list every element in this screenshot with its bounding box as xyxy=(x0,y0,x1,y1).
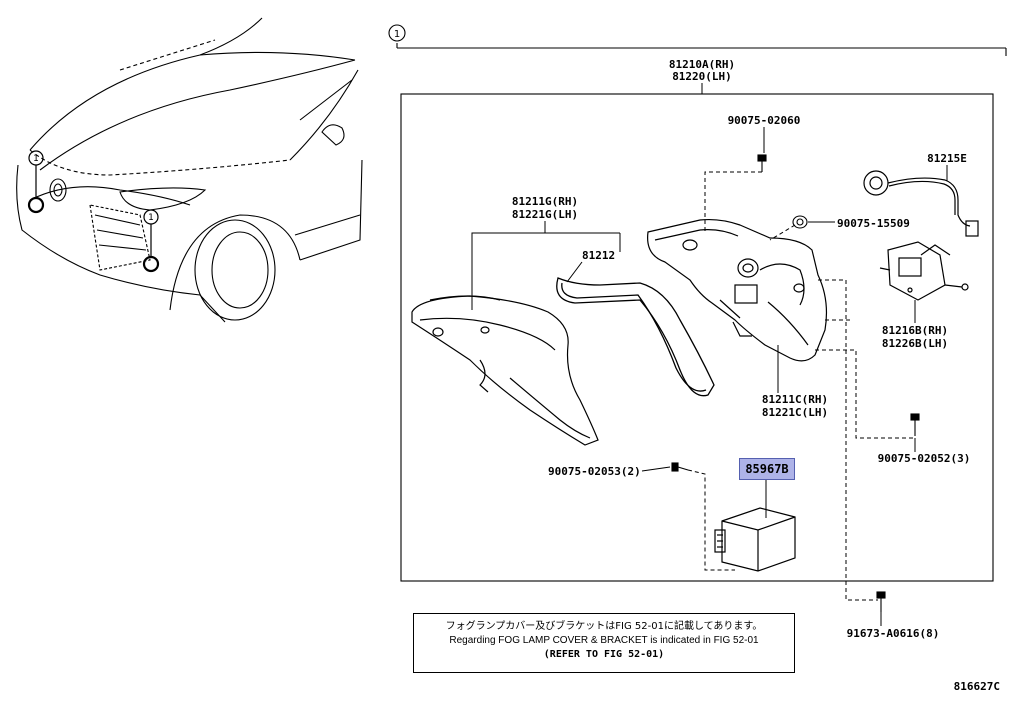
nut-90075-15509 xyxy=(792,215,808,229)
assembly-frame xyxy=(400,93,994,582)
control-module-85967b xyxy=(714,507,796,572)
screw-90075-02053 xyxy=(671,462,689,472)
assembly-lh-label: 81220(LH) xyxy=(672,70,732,83)
note-jp: フォグランプカバー及びブラケットはFIG 52-01に記載してあります。 xyxy=(445,621,763,632)
cover-label-group: 81211G(RH) 81221G(LH) xyxy=(471,195,621,310)
bracket-rh-label: 81216B(RH) xyxy=(882,324,948,337)
note-en: Regarding FOG LAMP COVER & BRACKET is in… xyxy=(449,635,759,646)
reference-note: フォグランプカバー及びブラケットはFIG 52-01に記載してあります。 Reg… xyxy=(413,613,795,673)
car-callouts xyxy=(27,150,160,273)
cover-rh-label: 81211G(RH) xyxy=(512,195,578,208)
housing-lh-label: 81221C(LH) xyxy=(762,406,828,419)
screw-left-label: 90075-02053(2) xyxy=(548,465,641,478)
callout-num-top: 1 xyxy=(394,29,400,40)
nut-label: 90075-15509 xyxy=(837,217,910,230)
figure-code: 816627C xyxy=(954,680,1000,693)
cover-lh-label: 81221G(LH) xyxy=(512,208,578,221)
module-part-highlight[interactable]: 85967B xyxy=(739,458,795,480)
car-front-sketch xyxy=(16,17,363,323)
gasket-label: 81212 xyxy=(582,249,615,262)
callout-num-a: 1 xyxy=(33,154,39,164)
gasket-leader xyxy=(566,261,583,283)
bracket-latch-81216b xyxy=(879,241,969,301)
housing-rh-label: 81211C(RH) xyxy=(762,393,828,406)
assembly-rh-label: 81210A(RH) xyxy=(669,58,735,71)
top-bracket xyxy=(388,24,1007,56)
bolt-90075-02060 xyxy=(757,154,767,172)
note-ref: (REFER TO FIG 52-01) xyxy=(543,649,665,660)
screw-right-label: 90075-02052(3) xyxy=(878,452,971,465)
bracket-lh-label: 81226B(LH) xyxy=(882,337,948,350)
callout-num-b: 1 xyxy=(148,213,154,223)
screw-90075-02052 xyxy=(910,413,920,436)
dashed-guides-right xyxy=(815,279,915,601)
fog-housing-81211c xyxy=(647,218,828,362)
gasket-81212 xyxy=(556,277,715,397)
fog-cover-81211g xyxy=(411,295,599,446)
socket-cord-label: 81215E xyxy=(927,152,967,165)
clip-label: 91673-A0616(8) xyxy=(847,627,940,640)
socket-cord-81215e xyxy=(863,170,979,237)
clip-91673-a0616 xyxy=(876,591,886,612)
bolt-top-label: 90075-02060 xyxy=(728,114,801,127)
housing-label-group: 81211C(RH) 81221C(LH) xyxy=(762,345,828,419)
module-label: 85967B xyxy=(745,462,789,476)
